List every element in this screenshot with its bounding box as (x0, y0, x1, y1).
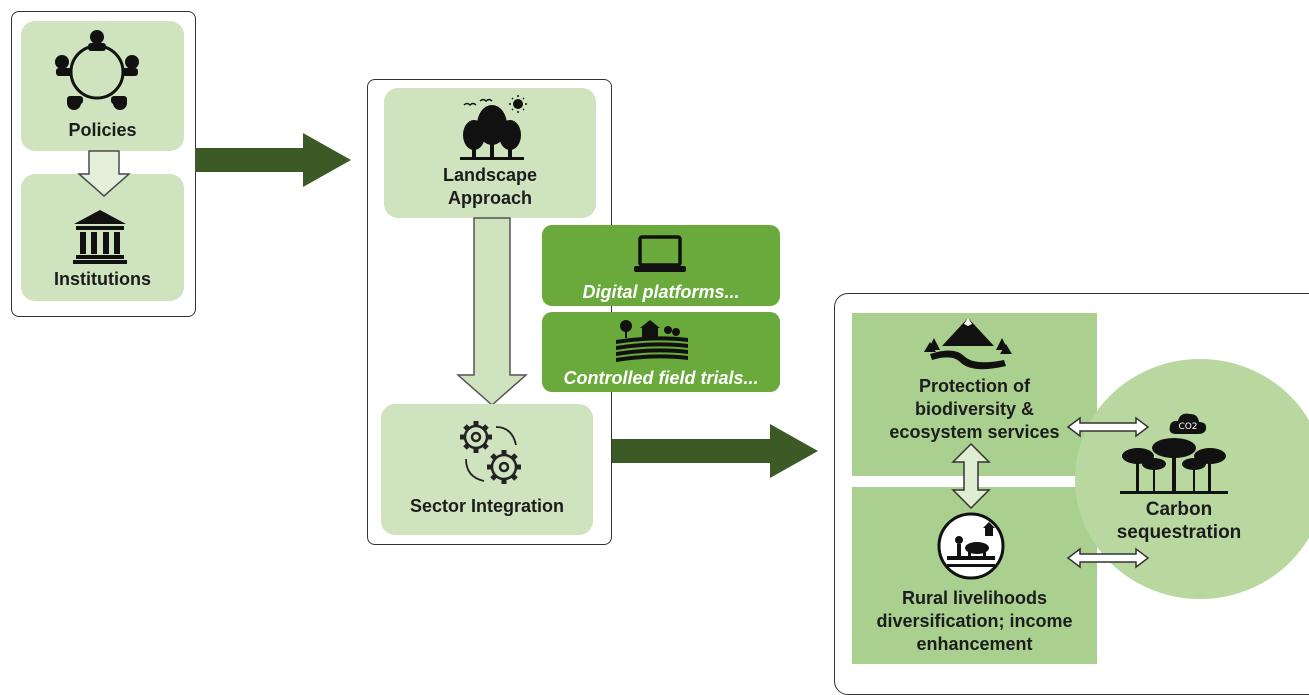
farm-field-icon (614, 316, 690, 364)
gears-icon (456, 417, 526, 489)
digital-platforms-label: Digital platforms... (582, 282, 740, 302)
mountain-river-icon (924, 316, 1012, 374)
institutions-label: Institutions (54, 269, 151, 289)
co2-text: CO2 (1178, 422, 1197, 432)
rainforest-trees-icon (1120, 436, 1228, 494)
round-table-meeting-icon (52, 26, 142, 116)
carbon-label: Carbon sequestration (1116, 499, 1242, 543)
livelihoods-label: Rural livelihoods diversification; incom… (876, 588, 1073, 654)
livelihoods-carbon-double-arrow (1066, 547, 1150, 569)
landscape-approach-label: Landscape Approach (442, 165, 538, 208)
biodiversity-livelihoods-double-arrow (950, 442, 992, 510)
carbon-circle (1074, 358, 1309, 600)
field-trials-box: Controlled field trials... (542, 312, 780, 392)
co2-cloud-icon: CO2 (1168, 410, 1208, 438)
policies-box (21, 21, 184, 151)
biodiversity-carbon-double-arrow (1066, 416, 1150, 438)
landscape-to-sector-arrow (455, 217, 529, 407)
arrow-to-landscape (195, 133, 353, 187)
digital-platforms-box: Digital platforms... (542, 225, 780, 306)
forest-landscape-icon (456, 95, 528, 161)
laptop-icon (633, 235, 687, 275)
field-trials-label: Controlled field trials... (563, 368, 759, 388)
policies-label: Policies (68, 120, 137, 140)
arrow-to-outcomes (612, 422, 820, 480)
biodiversity-label: Protection of biodiversity & ecosystem s… (889, 376, 1060, 442)
sector-integration-label: Sector Integration (409, 496, 565, 516)
policies-to-institutions-arrow (77, 150, 131, 198)
rural-farm-icon (937, 512, 1005, 580)
institution-building-icon (72, 208, 128, 264)
